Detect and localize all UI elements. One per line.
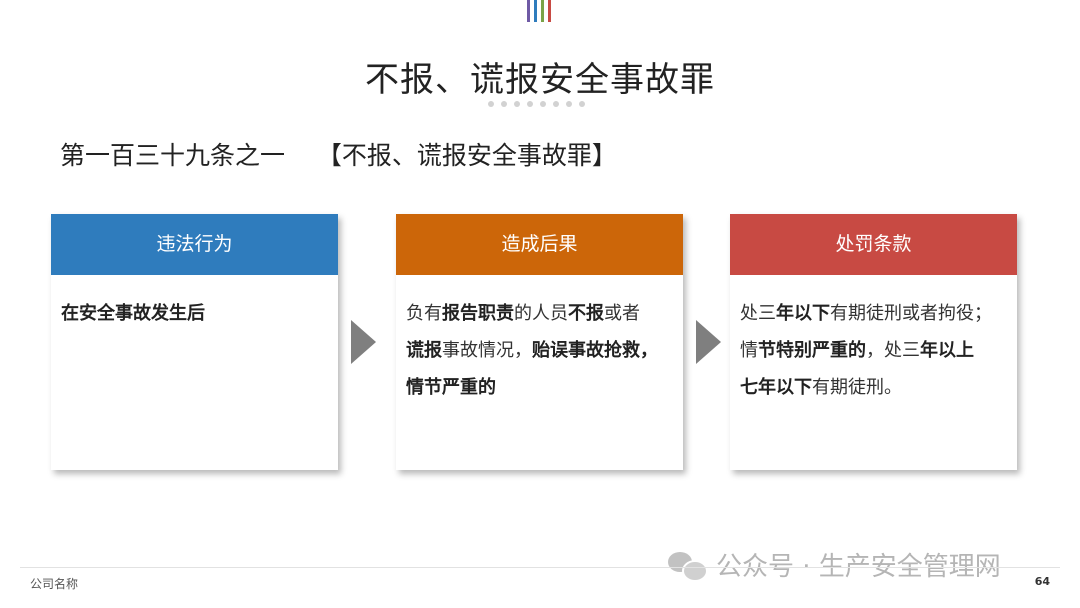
- card-body-line: 情节严重的: [406, 369, 673, 406]
- wechat-icon: [668, 550, 708, 582]
- card-body-line: 在安全事故发生后: [61, 295, 328, 332]
- watermark: 公众号 · 生产安全管理网: [668, 546, 1001, 583]
- top-bar: [527, 0, 530, 22]
- text-run: 情: [740, 340, 758, 361]
- card-body-line: 处三年以下有期徒刑或者拘役；: [740, 295, 1007, 332]
- text-run: 七年以下: [740, 377, 812, 398]
- card-body-line: 情节特别严重的，处三年以上: [740, 332, 1007, 369]
- text-run: 处三: [740, 303, 776, 324]
- card-body-line: 七年以下有期徒刑。: [740, 369, 1007, 406]
- footer-divider: [20, 567, 1060, 568]
- card-illegal-act: 违法行为 在安全事故发生后: [51, 214, 338, 470]
- text-run: 报告职责: [442, 303, 514, 324]
- arrow-right-icon: [351, 320, 376, 364]
- text-run: 情节严重的: [406, 377, 496, 398]
- top-bar: [548, 0, 551, 22]
- card-body-line: 谎报事故情况，贻误事故抢救，: [406, 332, 673, 369]
- title-dots-divider: [488, 101, 598, 107]
- card-body: 在安全事故发生后: [51, 275, 338, 332]
- text-run: 年以上: [920, 340, 974, 361]
- top-bar: [534, 0, 537, 22]
- slide-title: 不报、谎报安全事故罪: [365, 60, 715, 100]
- article-number: 第一百三十九条之一: [60, 141, 286, 170]
- card-header: 处罚条款: [730, 214, 1017, 275]
- watermark-text: 公众号 · 生产安全管理网: [716, 552, 1001, 582]
- arrow-right-icon: [696, 320, 721, 364]
- company-name: 公司名称: [30, 577, 79, 591]
- text-run: 贻误事故抢救，: [532, 340, 658, 361]
- text-run: 或者: [604, 303, 640, 324]
- text-run: 有期徒刑。: [812, 377, 902, 398]
- card-consequence: 造成后果 负有报告职责的人员不报或者谎报事故情况，贻误事故抢救，情节严重的: [396, 214, 683, 470]
- card-body-line: 负有报告职责的人员不报或者: [406, 295, 673, 332]
- text-run: 节特别严重的: [758, 340, 866, 361]
- text-run: 有期徒刑或者拘役；: [830, 303, 992, 324]
- article-name: 【不报、谎报安全事故罪】: [316, 141, 617, 170]
- text-run: 在安全事故发生后: [61, 303, 205, 324]
- card-body: 负有报告职责的人员不报或者谎报事故情况，贻误事故抢救，情节严重的: [396, 275, 683, 406]
- text-run: ，处三: [866, 340, 920, 361]
- card-body: 处三年以下有期徒刑或者拘役；情节特别严重的，处三年以上七年以下有期徒刑。: [730, 275, 1017, 406]
- card-header: 违法行为: [51, 214, 338, 275]
- text-run: 事故情况，: [442, 340, 532, 361]
- page-number: 64: [1034, 575, 1050, 588]
- text-run: 年以下: [776, 303, 830, 324]
- article-heading: 第一百三十九条之一 【不报、谎报安全事故罪】: [60, 136, 617, 172]
- card-header: 造成后果: [396, 214, 683, 275]
- top-decoration-bars: [527, 0, 557, 22]
- text-run: 不报: [568, 303, 604, 324]
- text-run: 谎报: [406, 340, 442, 361]
- top-bar: [541, 0, 544, 22]
- text-run: 负有: [406, 303, 442, 324]
- card-penalty: 处罚条款 处三年以下有期徒刑或者拘役；情节特别严重的，处三年以上七年以下有期徒刑…: [730, 214, 1017, 470]
- text-run: 的人员: [514, 303, 568, 324]
